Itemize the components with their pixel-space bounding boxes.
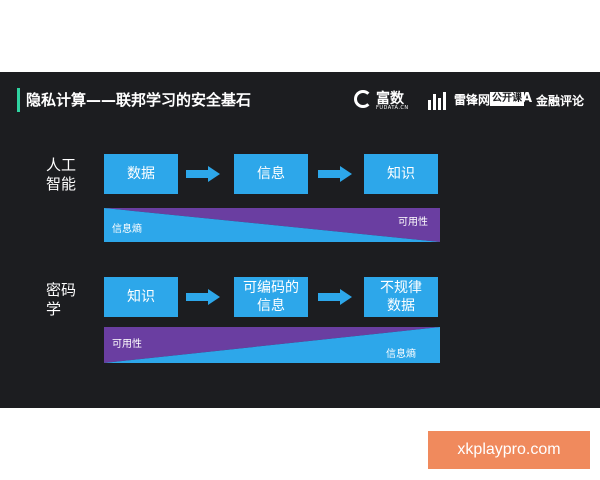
jinrong-mark-icon: A bbox=[522, 91, 533, 106]
band-blue-wedge bbox=[104, 327, 440, 363]
flow-arrow-icon bbox=[186, 166, 220, 182]
fudata-mark-icon bbox=[354, 90, 372, 108]
leiphone-logo: 雷锋网 公开课 bbox=[428, 88, 524, 112]
fudata-logo-sub: FUDATA.CN bbox=[376, 105, 409, 111]
jinrong-logo: A 金融评论 bbox=[522, 88, 592, 112]
flow-arrow-icon bbox=[318, 289, 352, 305]
leiphone-logo-tag: 公开课 bbox=[490, 92, 524, 106]
flow-box-information: 信息 bbox=[234, 154, 308, 194]
flow-box-encodable-info-label: 可编码的 信息 bbox=[243, 280, 299, 314]
band-blue-wedge bbox=[104, 208, 440, 242]
flow-box-information-label: 信息 bbox=[257, 166, 285, 182]
flow-box-irregular-data: 不规律 数据 bbox=[364, 277, 438, 317]
flow-box-knowledge: 知识 bbox=[104, 277, 178, 317]
usability-entropy-band bbox=[104, 327, 440, 363]
fudata-logo-name: 富数 bbox=[376, 91, 404, 107]
leiphone-logo-name: 雷锋网 bbox=[454, 93, 491, 107]
band-left-label: 可用性 bbox=[112, 339, 142, 350]
slide-title: 隐私计算——联邦学习的安全基石 bbox=[26, 91, 252, 109]
row-label-crypto: 密码 学 bbox=[46, 281, 86, 319]
flow-box-knowledge-label: 知识 bbox=[387, 166, 415, 182]
flow-box-knowledge: 知识 bbox=[364, 154, 438, 194]
flow-box-irregular-data-label: 不规律 数据 bbox=[380, 280, 422, 314]
flow-box-knowledge-label: 知识 bbox=[127, 289, 155, 305]
watermark-badge: xkplaypro.com bbox=[428, 431, 590, 469]
row-label-ai-text: 人工 智能 bbox=[46, 156, 77, 193]
flow-arrow-icon bbox=[318, 166, 352, 182]
jinrong-logo-name: 金融评论 bbox=[536, 94, 585, 108]
leiphone-bars-icon bbox=[428, 92, 450, 110]
band-right-label: 可用性 bbox=[398, 217, 428, 228]
title-accent-bar bbox=[17, 88, 20, 112]
row-label-crypto-text: 密码 学 bbox=[46, 281, 77, 318]
band-left-label: 信息熵 bbox=[112, 224, 142, 235]
entropy-usability-band bbox=[104, 208, 440, 242]
flow-arrow-icon bbox=[186, 289, 220, 305]
band-right-label: 信息熵 bbox=[386, 349, 416, 360]
flow-box-encodable-info: 可编码的 信息 bbox=[234, 277, 308, 317]
flow-box-data: 数据 bbox=[104, 154, 178, 194]
logo-strip: 富数 FUDATA.CN 雷锋网 公开课 A 金融评论 bbox=[354, 88, 594, 112]
fudata-logo: 富数 FUDATA.CN bbox=[354, 88, 424, 112]
flow-box-data-label: 数据 bbox=[127, 166, 155, 182]
row-label-ai: 人工 智能 bbox=[46, 156, 86, 194]
